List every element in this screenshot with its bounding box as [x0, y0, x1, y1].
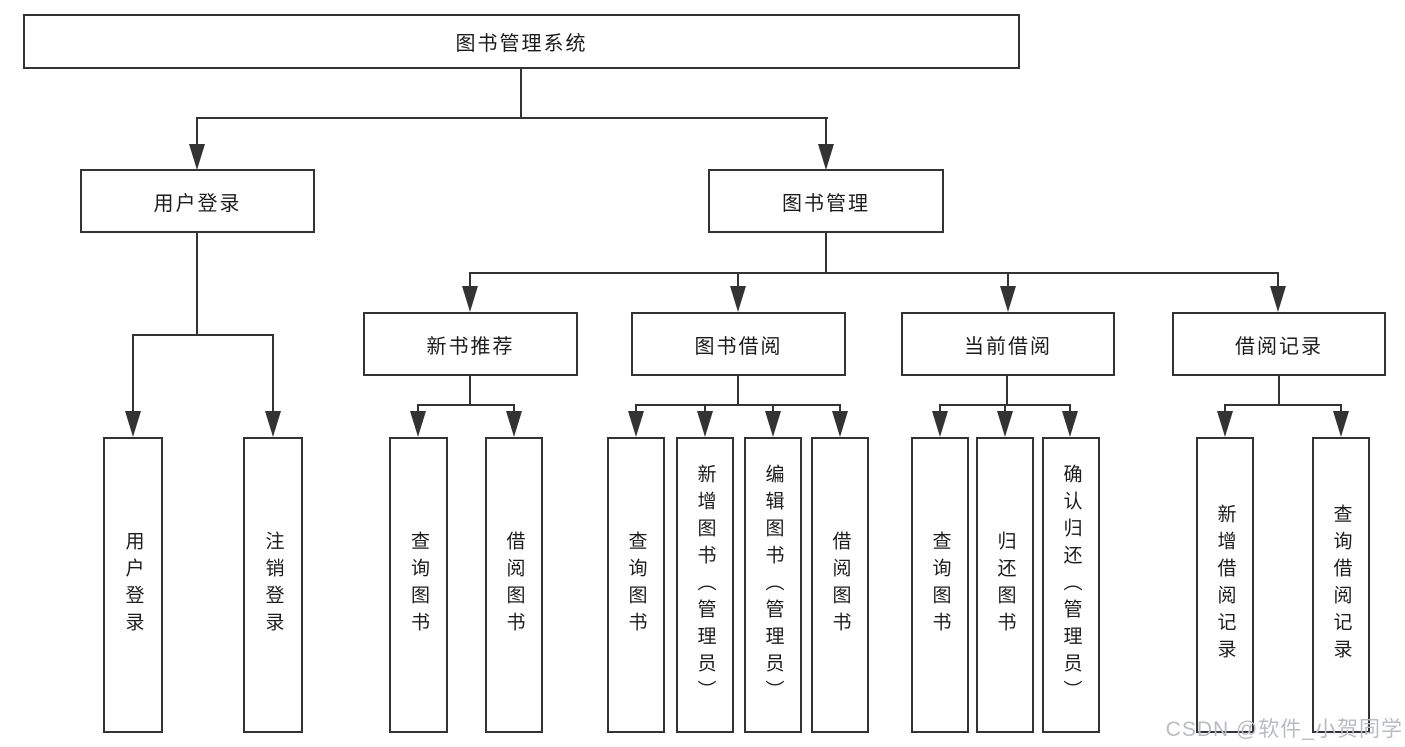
leaf-add-borrow-record: 新增借阅记录 — [1196, 437, 1254, 733]
arrow-down-icon — [997, 411, 1013, 437]
connector-drop-leaf — [939, 404, 941, 416]
leaf-logout: 注销登录 — [243, 437, 303, 733]
connector-stem — [737, 376, 739, 406]
leaf-borrow-books: 借阅图书 — [811, 437, 869, 733]
arrow-down-icon — [1062, 411, 1078, 437]
leaf-label: 查询图书 — [929, 531, 951, 639]
leaf-query-books-recommend: 查询图书 — [389, 437, 448, 733]
node-book-management: 图书管理 — [708, 169, 944, 233]
node-label: 图书借阅 — [694, 335, 783, 358]
leaf-confirm-return-admin: 确认归还（管理员） — [1042, 437, 1100, 733]
arrow-down-icon — [697, 411, 713, 437]
connector-drop-leaf — [1340, 404, 1342, 416]
connector-drop-leaf — [417, 404, 419, 416]
leaf-user-login: 用户登录 — [103, 437, 163, 733]
connector-user-login-split — [132, 334, 274, 336]
leaf-label: 查询借阅记录 — [1330, 504, 1352, 666]
leaf-add-book-admin: 新增图书（管理员） — [676, 437, 734, 733]
connector-stem — [1006, 376, 1008, 406]
csdn-watermark: CSDN @软件_小贺同学 — [1165, 718, 1403, 741]
node-book-borrowing: 图书借阅 — [631, 312, 846, 376]
leaf-query-books-current: 查询图书 — [911, 437, 969, 733]
connector-book-management-split — [469, 272, 1279, 274]
connector-split — [1224, 404, 1342, 406]
node-label: 借阅记录 — [1235, 335, 1323, 358]
arrow-down-icon — [818, 144, 834, 170]
arrow-down-icon — [125, 411, 141, 437]
arrow-down-icon — [1270, 286, 1286, 312]
connector-drop-leaf — [635, 404, 637, 416]
connector-drop-book-management — [825, 117, 827, 149]
node-current-borrowing: 当前借阅 — [901, 312, 1115, 376]
leaf-label: 确认归还（管理员） — [1060, 463, 1082, 707]
arrow-down-icon — [1217, 411, 1233, 437]
arrow-down-icon — [506, 411, 522, 437]
connector-drop-new-book — [469, 272, 471, 288]
connector-drop-leaf — [272, 334, 274, 414]
connector-drop-leaf — [1224, 404, 1226, 416]
connector-split — [417, 404, 515, 406]
leaf-label: 查询图书 — [625, 531, 647, 639]
arrow-down-icon — [1000, 286, 1016, 312]
leaf-query-books-borrow: 查询图书 — [607, 437, 665, 733]
node-label: 新书推荐 — [426, 335, 515, 358]
arrow-down-icon — [462, 286, 478, 312]
node-new-book-recommendation: 新书推荐 — [363, 312, 578, 376]
connector-drop-leaf — [132, 334, 134, 414]
connector-stem — [1278, 376, 1280, 406]
leaf-label: 新增借阅记录 — [1214, 504, 1236, 666]
leaf-return-book: 归还图书 — [976, 437, 1034, 733]
connector-root-split — [196, 117, 828, 119]
connector-user-login-stem — [196, 233, 198, 336]
arrow-down-icon — [932, 411, 948, 437]
node-user-login: 用户登录 — [80, 169, 315, 233]
leaf-label: 查询图书 — [408, 531, 429, 639]
node-label: 用户登录 — [153, 192, 242, 215]
arrow-down-icon — [730, 286, 746, 312]
node-label: 当前借阅 — [964, 335, 1052, 358]
arrow-down-icon — [410, 411, 426, 437]
leaf-label: 借阅图书 — [503, 531, 525, 639]
leaf-label: 用户登录 — [122, 531, 144, 639]
node-label: 图书管理系统 — [455, 33, 588, 55]
leaf-label: 新增图书（管理员） — [694, 463, 716, 707]
connector-drop-borrow-records — [1277, 272, 1279, 288]
connector-drop-leaf — [1004, 404, 1006, 416]
connector-drop-leaf — [704, 404, 706, 416]
arrow-down-icon — [832, 411, 848, 437]
connector-drop-leaf — [1069, 404, 1071, 416]
arrow-down-icon — [628, 411, 644, 437]
connector-book-management-stem — [825, 233, 827, 274]
leaf-label: 归还图书 — [994, 531, 1016, 639]
arrow-down-icon — [189, 144, 205, 170]
leaf-label: 编辑图书（管理员） — [762, 463, 784, 707]
connector-drop-leaf — [772, 404, 774, 416]
connector-drop-user-login — [196, 117, 198, 149]
arrow-down-icon — [265, 411, 281, 437]
connector-root-stem — [520, 68, 522, 118]
leaf-edit-book-admin: 编辑图书（管理员） — [744, 437, 802, 733]
node-label: 图书管理 — [782, 192, 870, 215]
node-library-management-system: 图书管理系统 — [23, 14, 1020, 69]
connector-drop-leaf — [513, 404, 515, 416]
connector-stem — [469, 376, 471, 406]
leaf-label: 借阅图书 — [829, 531, 851, 639]
leaf-label: 注销登录 — [262, 531, 284, 639]
leaf-query-borrow-record: 查询借阅记录 — [1312, 437, 1370, 733]
connector-drop-current-borrow — [1007, 272, 1009, 288]
connector-drop-book-borrow — [737, 272, 739, 288]
connector-split — [635, 404, 841, 406]
leaf-borrow-books-recommend: 借阅图书 — [485, 437, 543, 733]
arrow-down-icon — [1333, 411, 1349, 437]
connector-drop-leaf — [839, 404, 841, 416]
node-borrowing-records: 借阅记录 — [1172, 312, 1386, 376]
arrow-down-icon — [765, 411, 781, 437]
